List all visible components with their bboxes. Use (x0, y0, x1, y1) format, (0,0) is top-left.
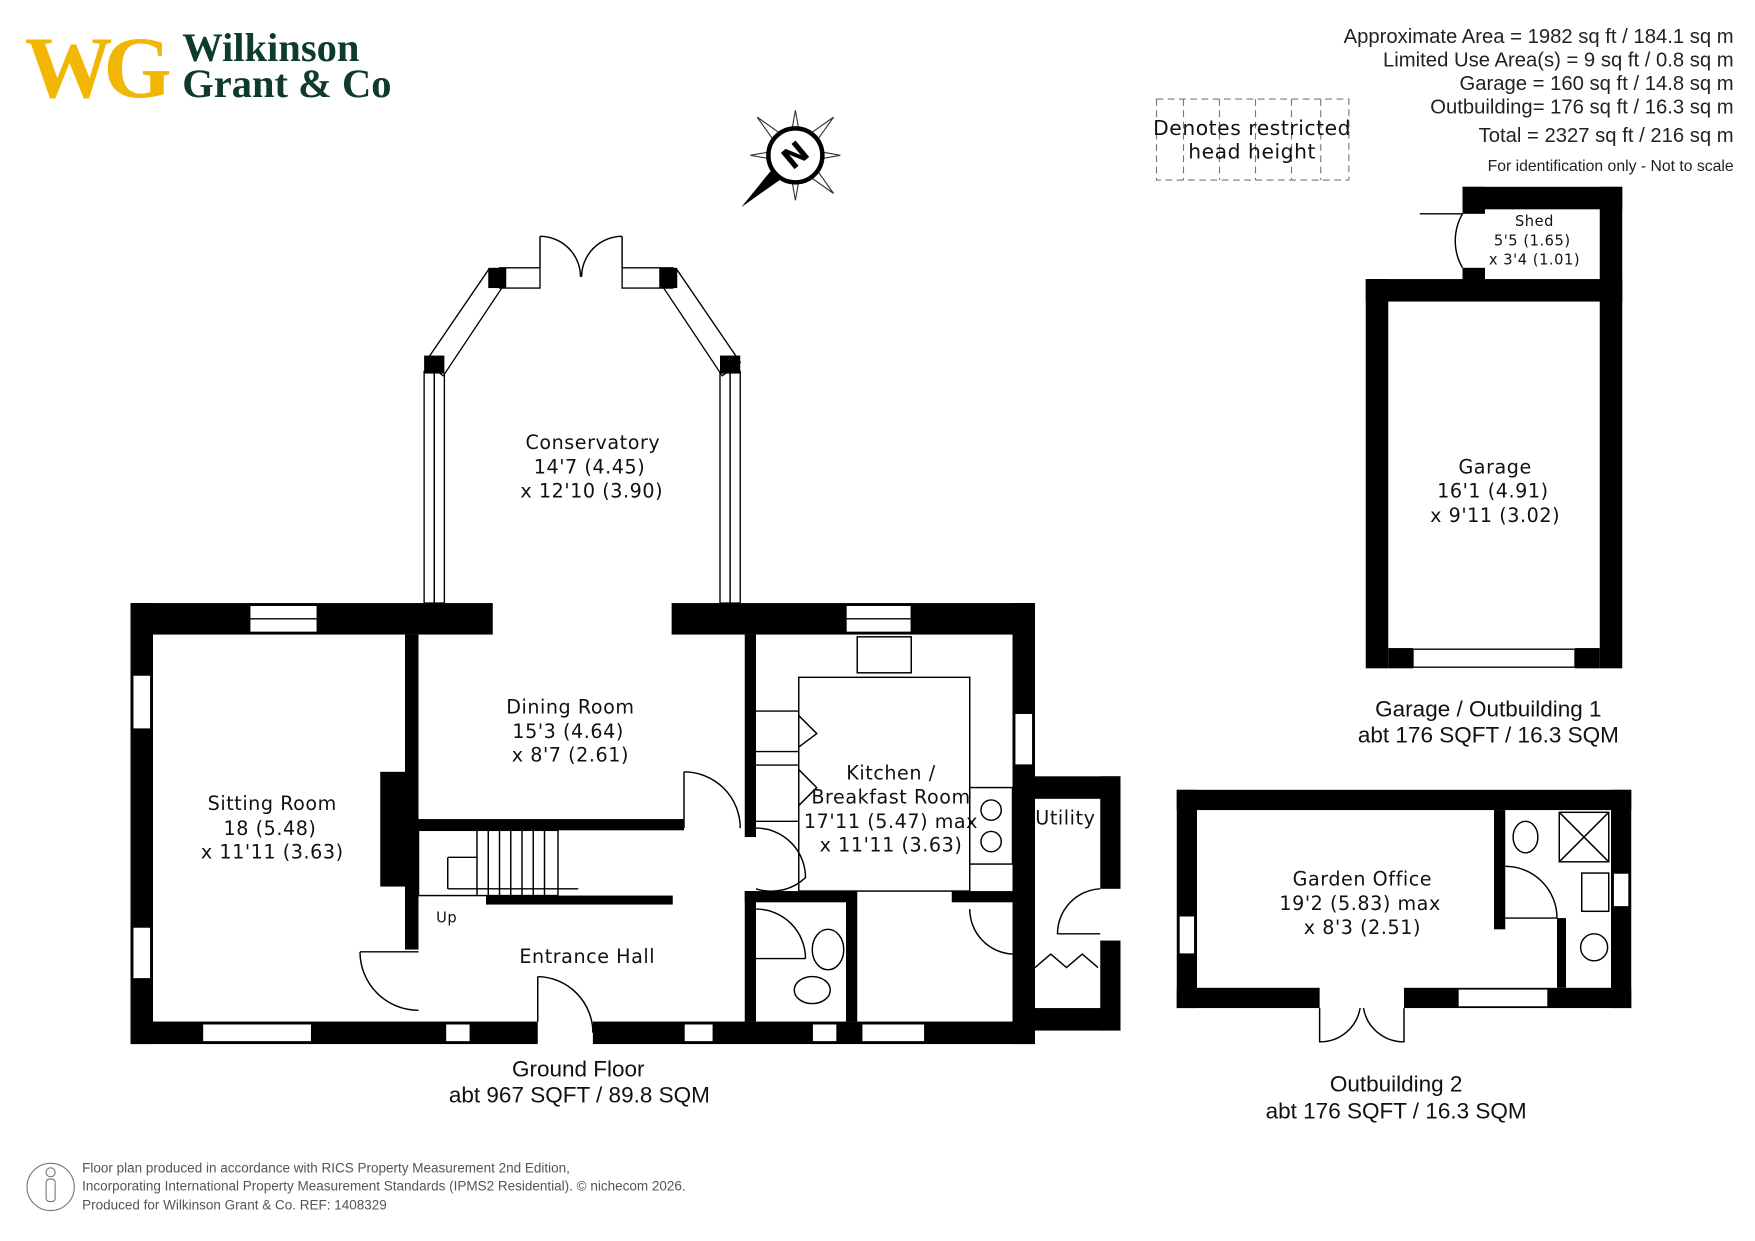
footer-line1: Floor plan produced in accordance with R… (82, 1160, 570, 1175)
sitting-dim1: 18 (5.48) (224, 817, 317, 840)
stairs-up-label: Up (436, 910, 457, 927)
basin-icon (1581, 872, 1610, 913)
outbuilding2-title: Outbuilding 2 (1330, 1071, 1463, 1096)
office-dim2: x 8'3 (2.51) (1304, 916, 1421, 939)
office-dim1: 19'2 (5.83) max (1279, 892, 1440, 915)
person-icon (26, 1162, 75, 1212)
area-limited: Limited Use Area(s) = 9 sq ft / 0.8 sq m (1383, 49, 1734, 71)
logo-name-line1: Wilkinson (182, 25, 359, 70)
basin-icon (1579, 933, 1609, 962)
shed-dim2: x 3'4 (1.01) (1489, 251, 1580, 268)
utility-name: Utility (1035, 807, 1095, 830)
legend-line1: Denotes restricted (1153, 116, 1351, 140)
dining-name: Dining Room (506, 695, 634, 718)
logo-monogram: WG (25, 19, 170, 116)
legend-line2: head height (1188, 140, 1316, 164)
logo-name-line2: Grant & Co (182, 61, 391, 106)
area-summary: Approximate Area = 1982 sq ft / 184.1 sq… (1344, 26, 1734, 175)
conservatory-dim1: 14'7 (4.45) (534, 456, 645, 479)
toilet-icon (1512, 820, 1539, 854)
kitchen-name2: Breakfast Room (811, 785, 970, 808)
conservatory-name: Conservatory (525, 431, 660, 454)
staircase: Up (417, 829, 579, 927)
garage-area: abt 176 SQFT / 16.3 SQM (1358, 723, 1619, 748)
ground-floor-title: Ground Floor (512, 1057, 645, 1082)
hall-name: Entrance Hall (519, 945, 655, 968)
area-outbuilding: Outbuilding= 176 sq ft / 16.3 sq m (1430, 97, 1733, 119)
scale-note: For identification only - Not to scale (1488, 158, 1734, 175)
basin-icon (811, 928, 845, 971)
hob-icon (969, 786, 1014, 865)
footer-line2: Incorporating International Property Mea… (82, 1178, 686, 1193)
toilet-icon (793, 975, 831, 1005)
shed-dim1: 5'5 (1.65) (1494, 232, 1571, 249)
area-total: Total = 2327 sq ft / 216 sq m (1479, 125, 1734, 147)
restricted-height-legend: Denotes restricted head height (1153, 98, 1351, 181)
kitchen-dim2: x 11'11 (3.63) (820, 834, 963, 857)
office-name: Garden Office (1293, 867, 1433, 890)
outbuilding2-plan: Garden Office 19'2 (5.83) max x 8'3 (2.5… (1176, 789, 1632, 1123)
kitchen-dim1: 17'11 (5.47) max (804, 810, 978, 833)
area-garage: Garage = 160 sq ft / 14.8 sq m (1460, 73, 1734, 95)
brand-logo: WG Wilkinson Grant & Co (25, 19, 392, 116)
ground-floor-area: abt 967 SQFT / 89.8 SQM (449, 1083, 710, 1108)
footer: Floor plan produced in accordance with R… (26, 1160, 686, 1212)
outbuilding2-area: abt 176 SQFT / 16.3 SQM (1266, 1098, 1527, 1123)
sitting-dim2: x 11'11 (3.63) (201, 840, 344, 863)
conservatory-dim2: x 12'10 (3.90) (520, 479, 663, 502)
footer-line3: Produced for Wilkinson Grant & Co. REF: … (82, 1197, 387, 1212)
garage-dim2: x 9'11 (3.02) (1430, 504, 1560, 527)
kitchen-name1: Kitchen / (846, 762, 935, 785)
garage-title: Garage / Outbuilding 1 (1375, 697, 1601, 722)
ground-floor-plan: Up Conservatory 14'7 (4.45) x 12'10 (3.9… (130, 235, 1121, 1108)
area-approx: Approximate Area = 1982 sq ft / 184.1 sq… (1344, 26, 1734, 48)
sitting-name: Sitting Room (208, 792, 337, 815)
dining-dim2: x 8'7 (2.61) (512, 744, 629, 767)
sink-icon (856, 636, 912, 674)
shed-name: Shed (1515, 213, 1554, 230)
shower-icon (1558, 811, 1610, 863)
garage-plan: Shed 5'5 (1.65) x 3'4 (1.01) Garage 16'1… (1358, 186, 1623, 748)
compass-icon: N (741, 110, 841, 208)
garage-dim1: 16'1 (4.91) (1437, 479, 1548, 502)
garage-name: Garage (1458, 456, 1531, 479)
dining-dim1: 15'3 (4.64) (512, 720, 623, 743)
